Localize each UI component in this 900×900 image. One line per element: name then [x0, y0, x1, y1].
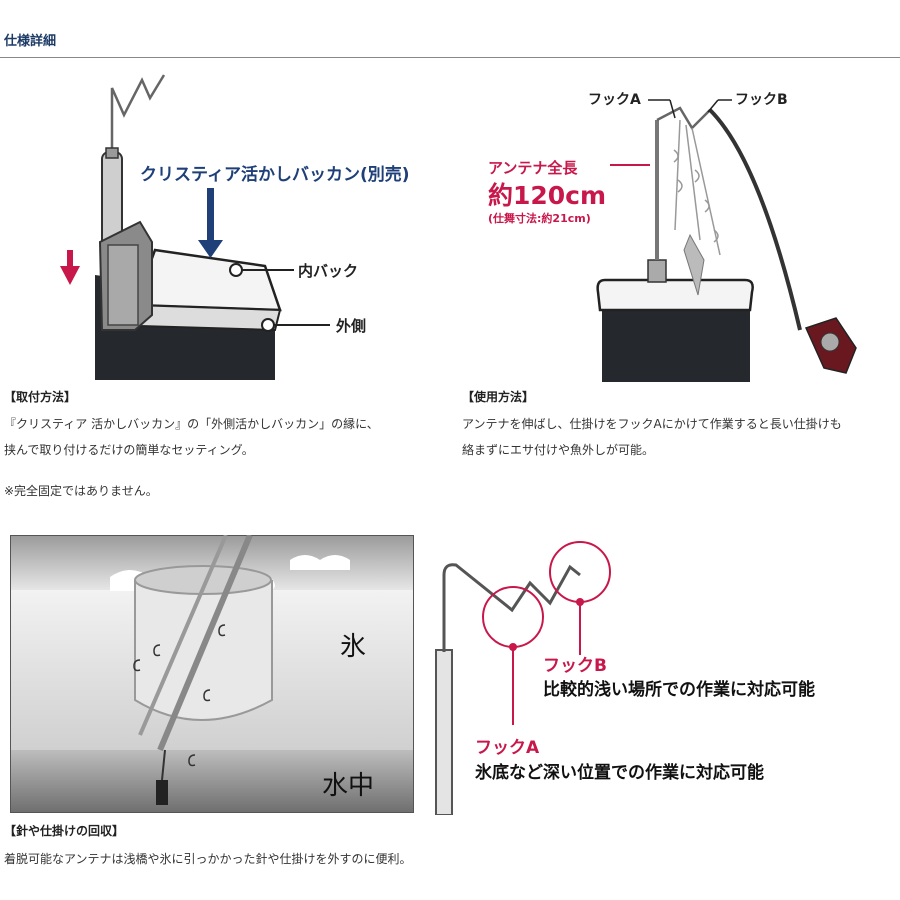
usage-heading: 【使用方法】 — [462, 390, 535, 404]
mount-heading: 【取付方法】 — [4, 390, 77, 404]
ice-hole-illustration — [10, 535, 414, 813]
down-arrow-icon — [60, 250, 80, 285]
mount-note: ※完全固定ではありません。 — [4, 484, 158, 498]
usage-line-2: 絡まずにエサ付けや魚外しが可能。 — [462, 443, 655, 457]
water-label: 水中 — [322, 771, 375, 801]
antenna-length-label: アンテナ全長 — [488, 159, 578, 177]
antenna-length-value: 約120cm — [488, 181, 607, 210]
product-label: クリスティア活かしバッカン(別売) — [140, 165, 410, 185]
bucket-lid — [596, 278, 754, 312]
hook-a-description: 氷底など深い位置での作業に対応可能 — [475, 763, 764, 783]
outer-label: 外側 — [336, 317, 367, 335]
insert-arrow-icon — [198, 188, 223, 258]
bucket-body — [602, 305, 750, 382]
hook-b-description: 比較的浅い場所での作業に対応可能 — [543, 680, 815, 700]
hook-b-marker — [549, 541, 611, 603]
recovery-heading: 【針や仕掛けの回収】 — [4, 824, 125, 838]
usage-line-1: アンテナを伸ばし、仕掛けをフックAにかけて作業すると長い仕掛けも — [462, 417, 842, 431]
antenna-in-hole — [157, 535, 253, 752]
hanging-rig — [673, 119, 721, 256]
section-title: 仕様詳細 — [4, 34, 57, 49]
inner-bag — [133, 248, 282, 312]
antenna-mount — [647, 259, 667, 283]
usage-illustration — [596, 99, 857, 382]
antenna-hook — [110, 74, 166, 155]
mount-illustration — [60, 74, 330, 380]
header-divider — [0, 57, 900, 58]
inner-bag-label: 内バック — [298, 262, 359, 280]
hook-b-title: フックB — [543, 656, 607, 676]
hook-a-label: フックA — [588, 92, 641, 108]
hook-a-title: フックA — [475, 738, 540, 758]
recovery-line-1: 着脱可能なアンテナは浅橋や氷に引っかかった針や仕掛けを外すのに便利。 — [4, 852, 412, 866]
fishing-rod — [708, 108, 802, 331]
mount-line-2: 挟んで取り付けるだけの簡単なセッティング。 — [4, 443, 254, 457]
hook-b-label: フックB — [735, 92, 788, 108]
mount-line-1: 『クリスティア 活かしバッカン』の「外側活かしバッカン」の縁に、 — [4, 417, 379, 431]
ice-label: 氷 — [340, 632, 367, 662]
antenna-rod-detail — [435, 649, 453, 815]
hook-a-marker — [482, 586, 544, 648]
water-layer — [10, 750, 414, 813]
hook-detail-illustration — [435, 541, 611, 815]
storage-length-value: (仕舞寸法:約21cm) — [488, 212, 591, 225]
wire-hook — [442, 563, 581, 652]
